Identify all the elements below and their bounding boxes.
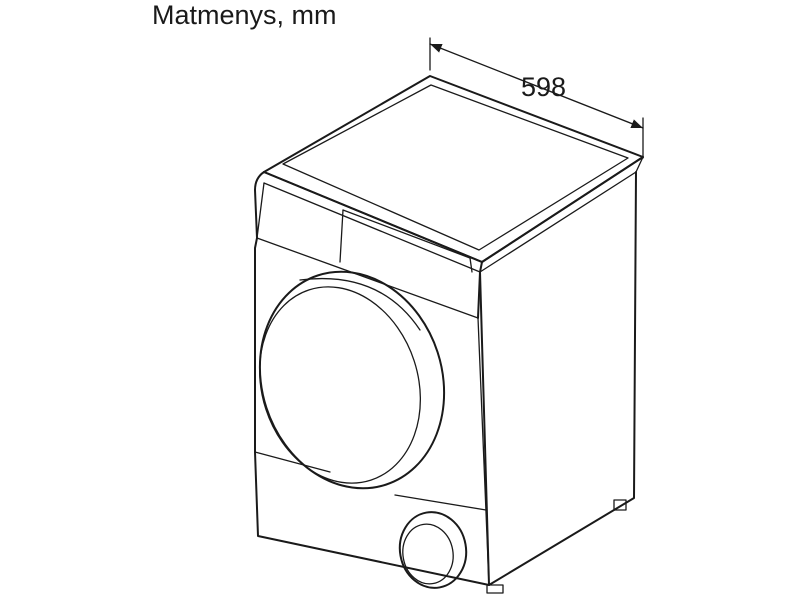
front-panel: [254, 171, 490, 586]
width-dimension: 598: [429, 37, 644, 159]
door-outer-ring: [258, 270, 446, 490]
diagram-title: Matmenys, mm: [152, 0, 337, 30]
side-panel: [479, 171, 637, 586]
width-dimension-label: 598: [521, 72, 566, 102]
foot-front-right: [486, 584, 504, 594]
dimension-line: [429, 43, 644, 129]
door-glass: [258, 286, 422, 484]
foot-back-right: [613, 499, 627, 511]
feet: [486, 499, 627, 594]
top-edge-band: [263, 156, 644, 273]
display-divider: [339, 209, 344, 263]
door-handle-edge: [299, 277, 421, 331]
lower-panel: [254, 451, 487, 511]
filter-cover: [398, 511, 468, 589]
top-panel: [263, 75, 644, 263]
door: [258, 270, 446, 490]
display-frame: [342, 209, 473, 273]
filter-outer: [398, 511, 468, 589]
control-panel: [256, 182, 479, 319]
filter-inner: [402, 523, 454, 585]
